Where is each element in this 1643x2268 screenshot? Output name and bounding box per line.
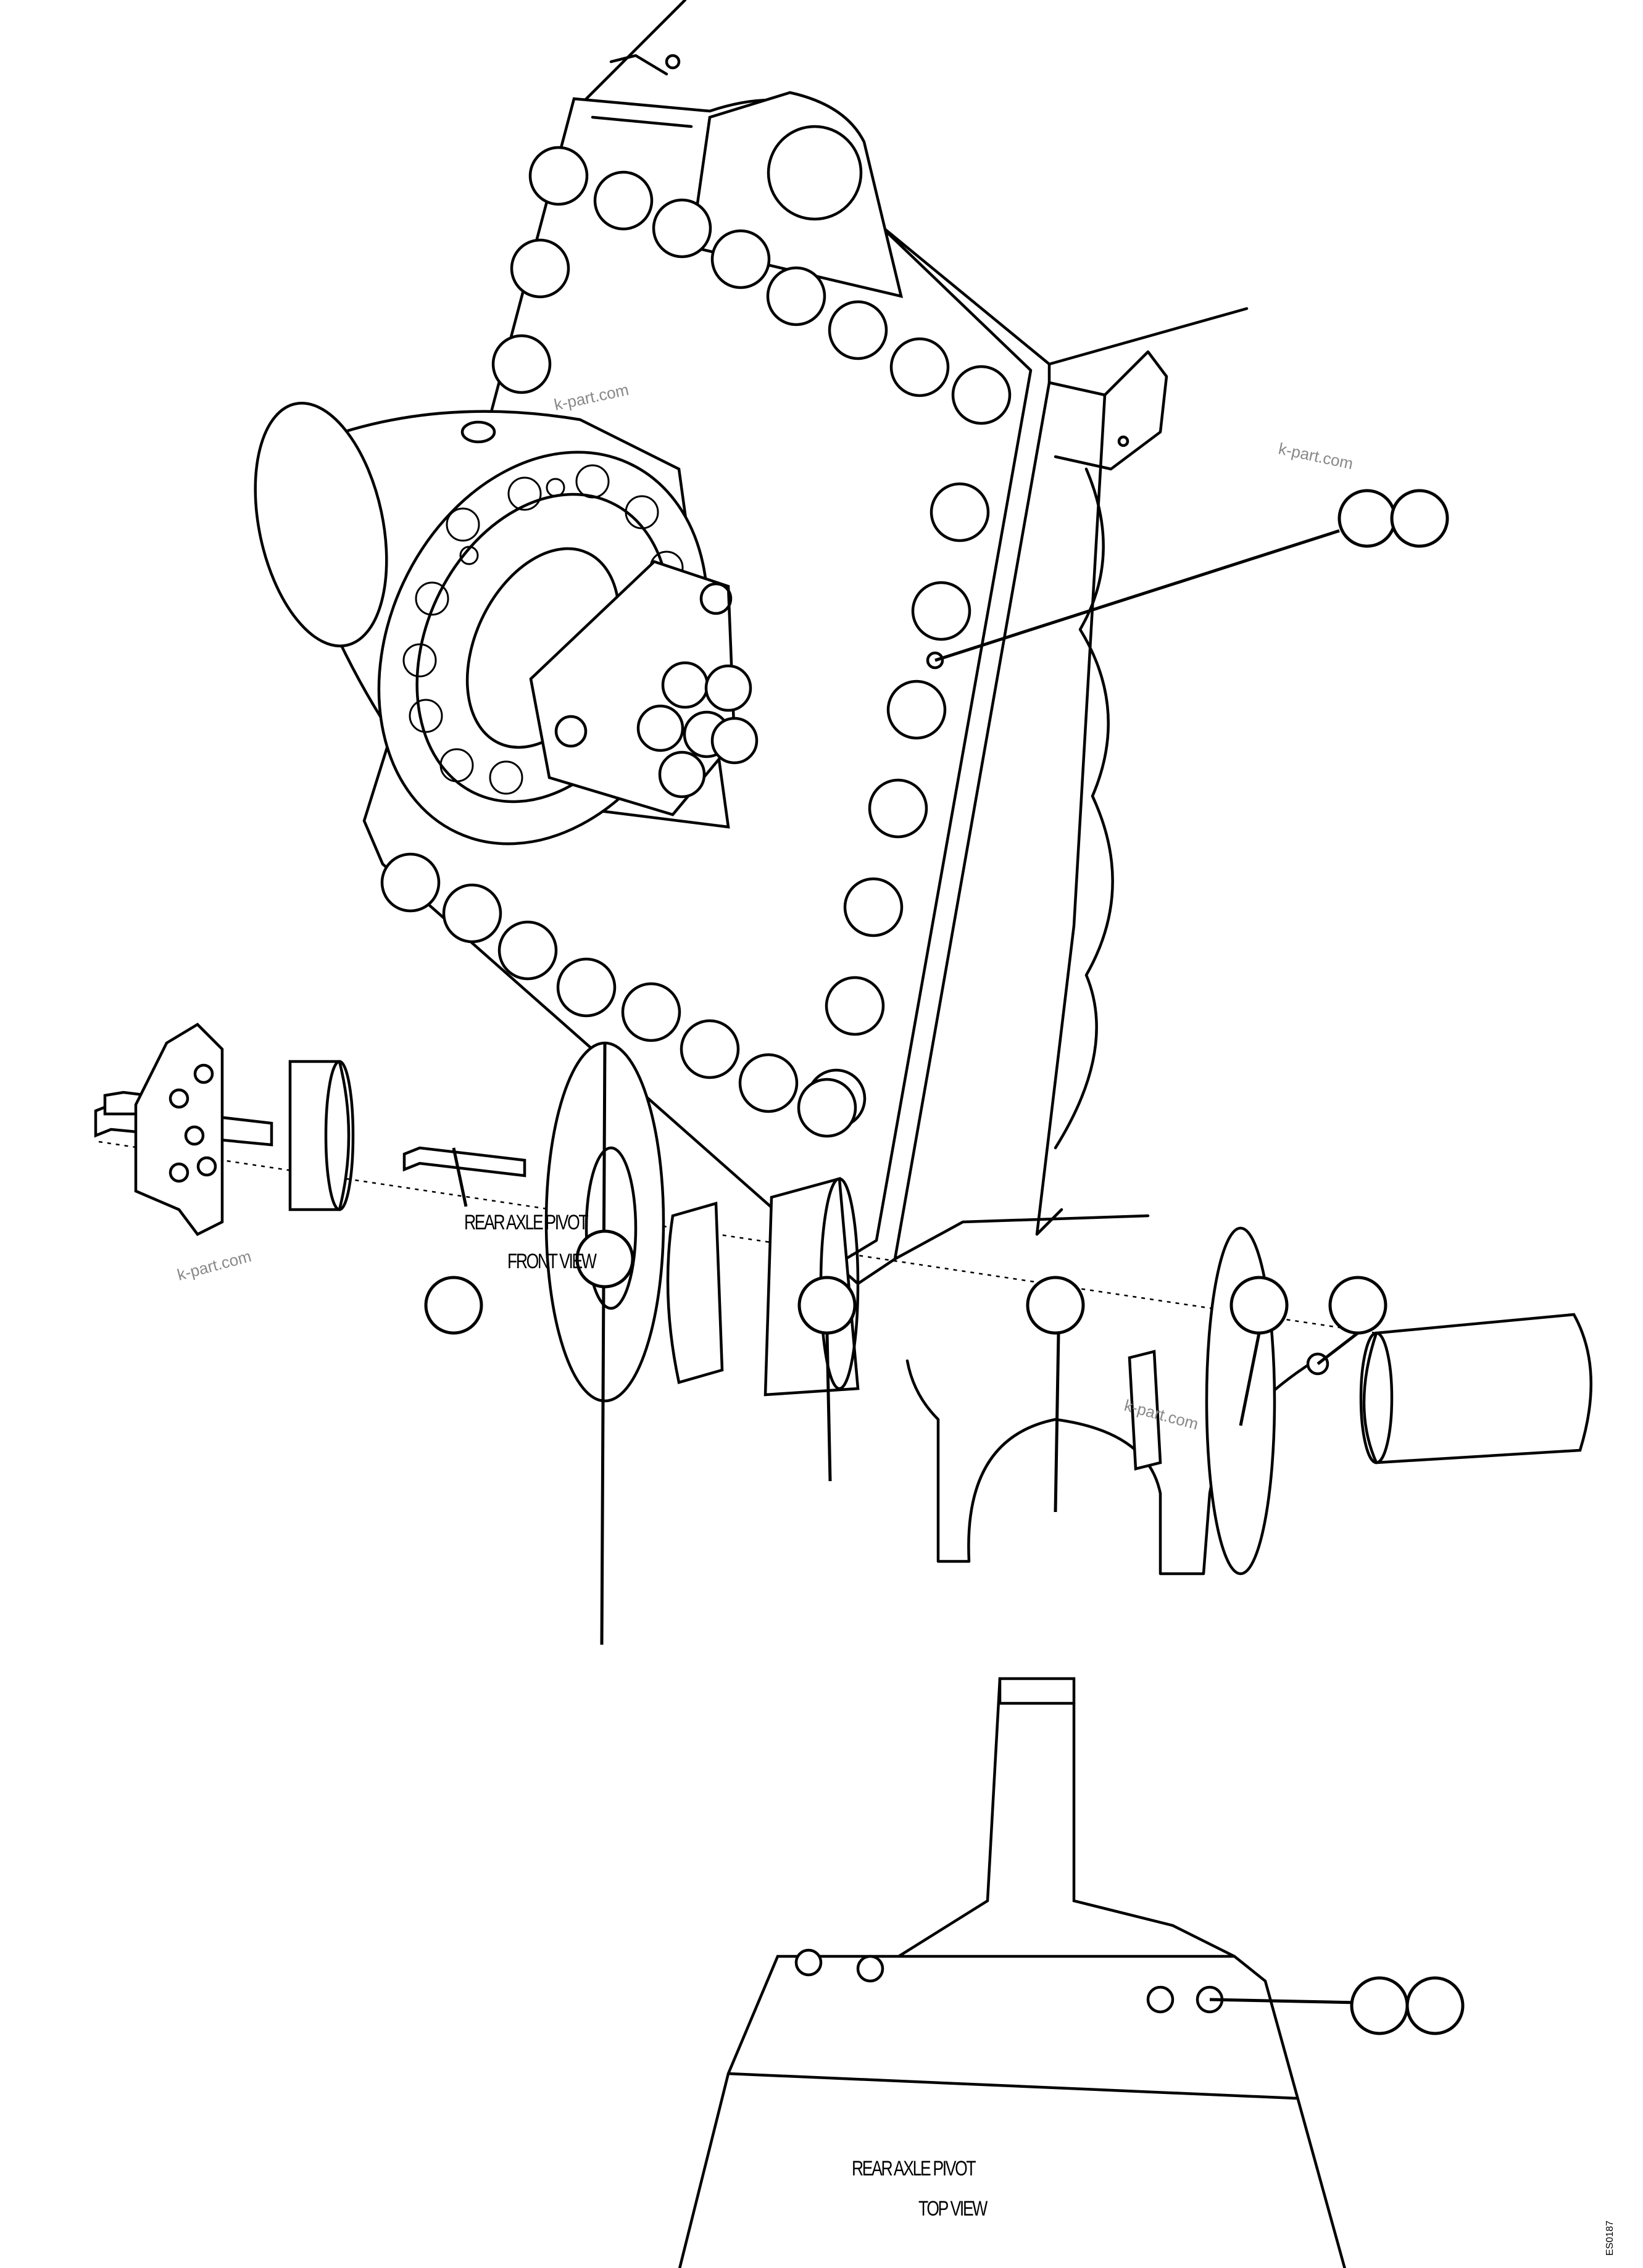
callout-top-5 — [1229, 1276, 1289, 1335]
top-view-caption-line2: TOP VIEW — [918, 2197, 988, 2220]
callout-top-3 — [797, 1276, 857, 1335]
callout-top-1 — [424, 1276, 483, 1335]
callout-top-8 — [1405, 1976, 1465, 2035]
cap-screws — [636, 661, 759, 799]
callout-top-2 — [575, 1229, 634, 1289]
flange-bolts — [402, 464, 684, 795]
front-view-caption-line2: FRONT VIEW — [507, 1250, 597, 1273]
top-view-caption-line1: REAR AXLE PIVOT — [852, 2157, 976, 2180]
callout-front-a — [1337, 489, 1397, 548]
top-view-drawing: k-part.com k-part.com — [94, 1023, 1593, 2268]
watermark-3: k-part.com — [175, 1247, 253, 1284]
front-view-caption-line1: REAR AXLE PIVOT — [464, 1211, 589, 1234]
perimeter-bolts — [380, 146, 1012, 1138]
figure-code: ES0187 — [1605, 2220, 1615, 2256]
callout-top-4 — [1026, 1276, 1085, 1335]
front-view-drawing: k-part.com k-part.com — [254, 0, 1449, 1286]
callout-front-b — [1390, 489, 1449, 548]
callout-top-7 — [1350, 1976, 1409, 2035]
callout-top-6 — [1328, 1276, 1387, 1335]
watermark-2: k-part.com — [1277, 439, 1355, 473]
